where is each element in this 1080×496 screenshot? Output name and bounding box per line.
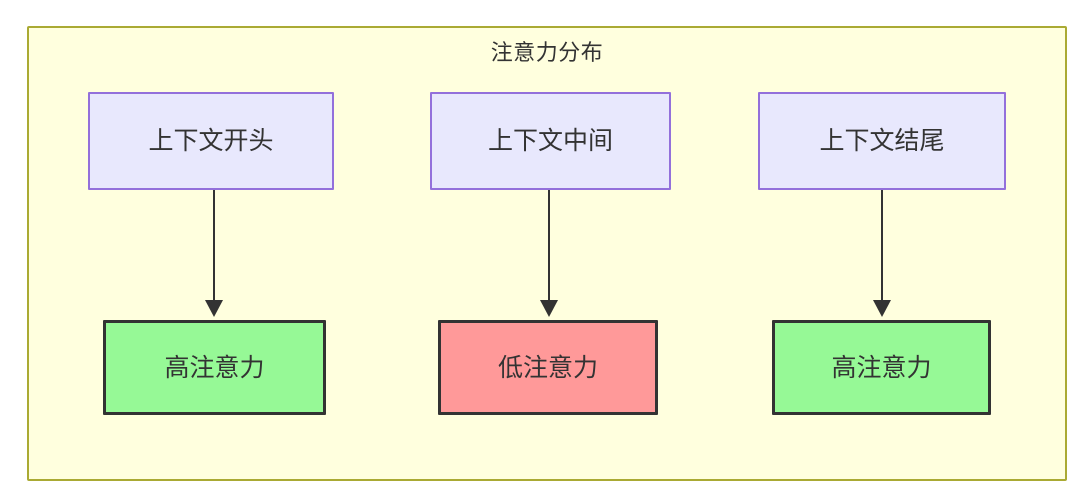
node-label: 上下文结尾 [819, 126, 945, 155]
node-label: 上下文中间 [487, 126, 613, 155]
node-label: 低注意力 [497, 352, 598, 382]
node-attention-low-middle[interactable]: 低注意力 [438, 320, 658, 415]
node-label: 高注意力 [164, 352, 265, 382]
node-label: 高注意力 [831, 352, 932, 382]
node-label: 上下文开头 [148, 126, 274, 155]
node-context-start[interactable]: 上下文开头 [88, 92, 334, 190]
node-attention-high-start[interactable]: 高注意力 [103, 320, 326, 415]
node-context-middle[interactable]: 上下文中间 [430, 92, 671, 190]
node-attention-high-end[interactable]: 高注意力 [772, 320, 991, 415]
node-context-end[interactable]: 上下文结尾 [758, 92, 1006, 190]
subgraph-title: 注意力分布 [490, 41, 604, 66]
